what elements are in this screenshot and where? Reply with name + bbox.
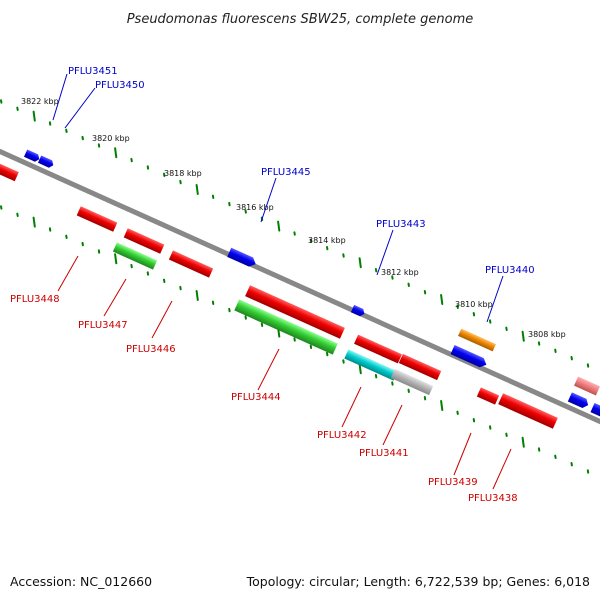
major-tick [195,184,199,195]
major-tick [32,216,36,228]
gene-label[interactable]: PFLU3440 [485,265,535,276]
gene-arrow[interactable] [344,349,398,381]
gene-features [0,149,600,429]
gene-arrow[interactable] [168,250,214,278]
gene-arrow[interactable] [350,304,366,318]
kbp-label: 3816 kbp [236,203,274,212]
gene-arrow[interactable] [590,402,600,418]
gene-arrow[interactable] [567,392,590,409]
map-title: Pseudomonas fluorescens SBW25, complete … [127,12,474,27]
gene-arrow[interactable] [390,368,434,396]
major-tick [440,294,444,305]
gene-label[interactable]: PFLU3448 [10,294,60,305]
major-tick [277,220,281,232]
kbp-label: 3812 kbp [381,268,419,277]
upper-gene-label-texts: PFLU3451 PFLU3450 PFLU3445 PFLU3443 PFLU… [68,66,535,276]
genome-summary-text: Topology: circular; Length: 6,722,539 bp… [246,574,590,589]
gene-arrow[interactable] [227,247,258,269]
gene-label[interactable]: PFLU3441 [359,448,409,459]
gene-arrow[interactable] [450,345,489,369]
gene-arrow[interactable] [574,376,600,396]
gene-arrow[interactable] [498,393,558,429]
gene-arrow[interactable] [112,242,158,270]
gene-arrow[interactable] [123,228,165,254]
gene-arrow[interactable] [354,334,402,364]
major-tick [521,436,525,448]
gene-label[interactable]: PFLU3446 [126,344,176,355]
gene-arrow[interactable] [245,285,345,339]
gene-label[interactable]: PFLU3445 [261,167,311,178]
major-tick [358,363,362,375]
kbp-label: 3810 kbp [455,300,493,309]
gene-label[interactable]: PFLU3439 [428,477,478,488]
gene-arrow[interactable] [37,155,55,168]
gene-label[interactable]: PFLU3444 [231,392,281,403]
major-tick [440,400,444,411]
gene-arrow[interactable] [234,299,338,355]
accession-text: Accession: NC_012660 [10,574,152,589]
gene-arrow[interactable] [398,353,442,381]
lower-gene-labels [57,255,512,490]
gene-arrow[interactable] [23,149,41,162]
upper-gene-labels [52,73,504,323]
genome-backbone [0,148,600,425]
kbp-label: 3822 kbp [21,97,59,106]
kbp-label: 3820 kbp [92,134,130,143]
major-tick [114,147,118,159]
major-tick [358,257,362,269]
major-tick [114,253,118,265]
lower-gene-label-texts: PFLU3448 PFLU3447 PFLU3446 PFLU3444 PFLU… [10,294,518,504]
kbp-label: 3814 kbp [308,236,346,245]
major-tick [521,330,525,342]
gene-label[interactable]: PFLU3451 [68,66,118,77]
gene-arrow[interactable] [0,160,19,182]
gene-label[interactable]: PFLU3447 [78,320,128,331]
gene-arrow[interactable] [458,328,496,352]
gene-label[interactable]: PFLU3438 [468,493,518,504]
tick-tracks [0,99,590,474]
major-tick [32,110,36,122]
kbp-label: 3808 kbp [528,330,566,339]
gene-label[interactable]: PFLU3450 [95,80,145,91]
gene-arrow[interactable] [76,206,118,232]
gene-label[interactable]: PFLU3442 [317,430,367,441]
gene-label[interactable]: PFLU3443 [376,219,426,230]
kbp-label: 3818 kbp [164,169,202,178]
major-tick [195,290,199,301]
gene-arrow[interactable] [476,387,500,405]
kbp-labels: 3822 kbp 3820 kbp 3818 kbp 3816 kbp 3814… [21,97,566,339]
